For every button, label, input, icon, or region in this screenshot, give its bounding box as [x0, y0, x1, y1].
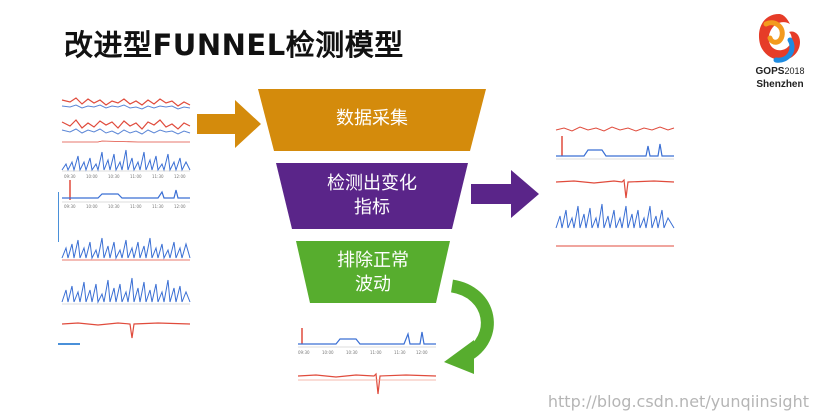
slide-title: 改进型FUNNEL检测模型: [64, 28, 404, 62]
tick-label: 11:30: [152, 204, 164, 209]
output-metric-charts: [555, 126, 675, 247]
tick-label: 10:00: [86, 204, 98, 209]
tick-label: 09:30: [298, 350, 310, 355]
tick-label: 11:00: [370, 350, 382, 355]
tick-label: 09:30: [64, 204, 76, 209]
funnel-stage-detect-changes: [276, 163, 468, 229]
output-arrow: [471, 170, 539, 218]
funnel-stage-2-label: 检测出变化 指标: [327, 173, 417, 218]
tick-label: 12:00: [416, 350, 428, 355]
funnel-stage-data-collection: [258, 89, 486, 151]
result-metric-charts: 09:30 10:00 10:30 11:00 11:30 12:00: [297, 328, 437, 395]
input-arrow: [197, 100, 261, 148]
tick-label: 10:30: [108, 174, 120, 179]
tick-label: 11:00: [130, 174, 142, 179]
logo-event: GOPS: [755, 66, 785, 77]
watermark: http://blog.csdn.net/yunqiinsight: [547, 392, 809, 411]
gops-logo: [758, 14, 800, 63]
tick-label: 11:30: [394, 350, 406, 355]
tick-label: 09:30: [64, 174, 76, 179]
tick-label: 11:00: [130, 204, 142, 209]
funnel-stage-1-label: 数据采集: [336, 108, 408, 129]
funnel-stage-exclude-normal: [296, 241, 450, 303]
tick-label: 10:30: [108, 204, 120, 209]
tick-label: 10:00: [322, 350, 334, 355]
logo-city: Shenzhen: [756, 79, 804, 90]
tick-label: 10:30: [346, 350, 358, 355]
logo-event-text: GOPS2018: [744, 66, 816, 77]
tick-label: 12:00: [174, 174, 186, 179]
funnel-stage-3-label: 排除正常 波动: [337, 250, 409, 295]
tick-label: 10:00: [86, 174, 98, 179]
return-arrow: [444, 279, 494, 374]
tick-label: 12:00: [174, 204, 186, 209]
input-metric-charts: 09:30 10:00 10:30 11:00 11:30 12:00 09:3…: [58, 92, 194, 348]
logo-year: 2018: [784, 66, 805, 76]
tick-label: 11:30: [152, 174, 164, 179]
